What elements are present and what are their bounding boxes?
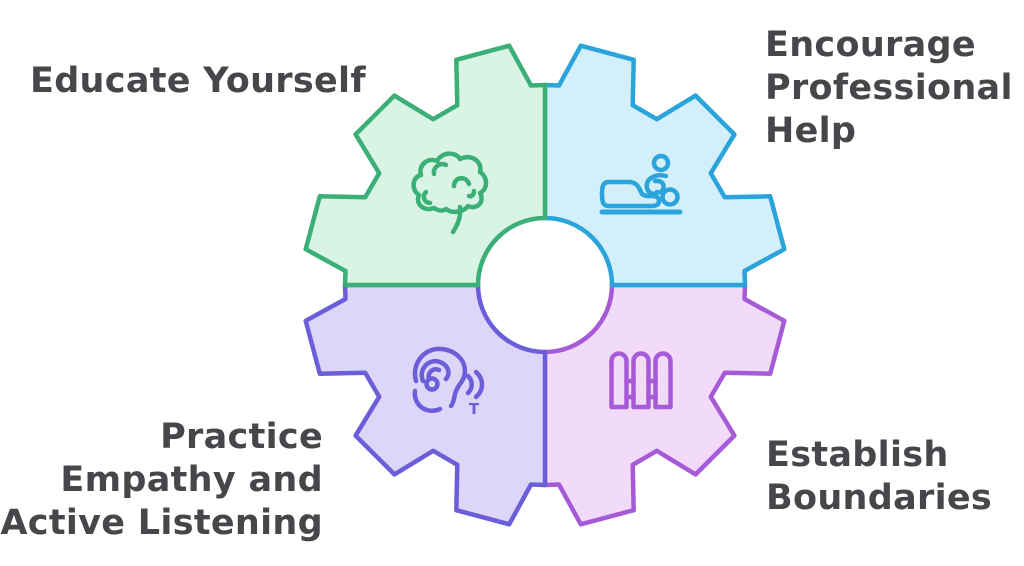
label-line: Educate Yourself xyxy=(30,61,366,101)
segment-label-educate-yourself: Educate Yourself xyxy=(30,60,366,103)
segment-label-practice-empathy: Practice Empathy and Active Listening xyxy=(0,416,323,545)
label-line: Practice xyxy=(160,417,323,457)
label-line: Encourage xyxy=(765,25,976,65)
t-coil-letter: T xyxy=(469,400,480,418)
gear-segment-practice-empathy xyxy=(303,282,548,527)
label-line: Help xyxy=(765,111,857,151)
ear-listening-icon: T xyxy=(412,346,485,418)
massage-therapy-icon xyxy=(599,153,683,215)
label-line: Professional xyxy=(765,68,1013,108)
label-line: Empathy and xyxy=(60,460,323,500)
fence-icon xyxy=(609,351,673,410)
gear-segment-educate-yourself xyxy=(303,43,548,288)
gear-segment-establish-boundaries xyxy=(542,282,787,527)
label-line: Establish xyxy=(766,435,949,475)
gear-segment-encourage-professional-help xyxy=(542,43,787,288)
label-line: Active Listening xyxy=(0,503,323,543)
segment-label-establish-boundaries: Establish Boundaries xyxy=(766,434,992,520)
brain-icon xyxy=(411,151,489,235)
label-line: Boundaries xyxy=(766,478,993,518)
segment-label-encourage-professional-help: Encourage Professional Help xyxy=(765,24,1013,153)
